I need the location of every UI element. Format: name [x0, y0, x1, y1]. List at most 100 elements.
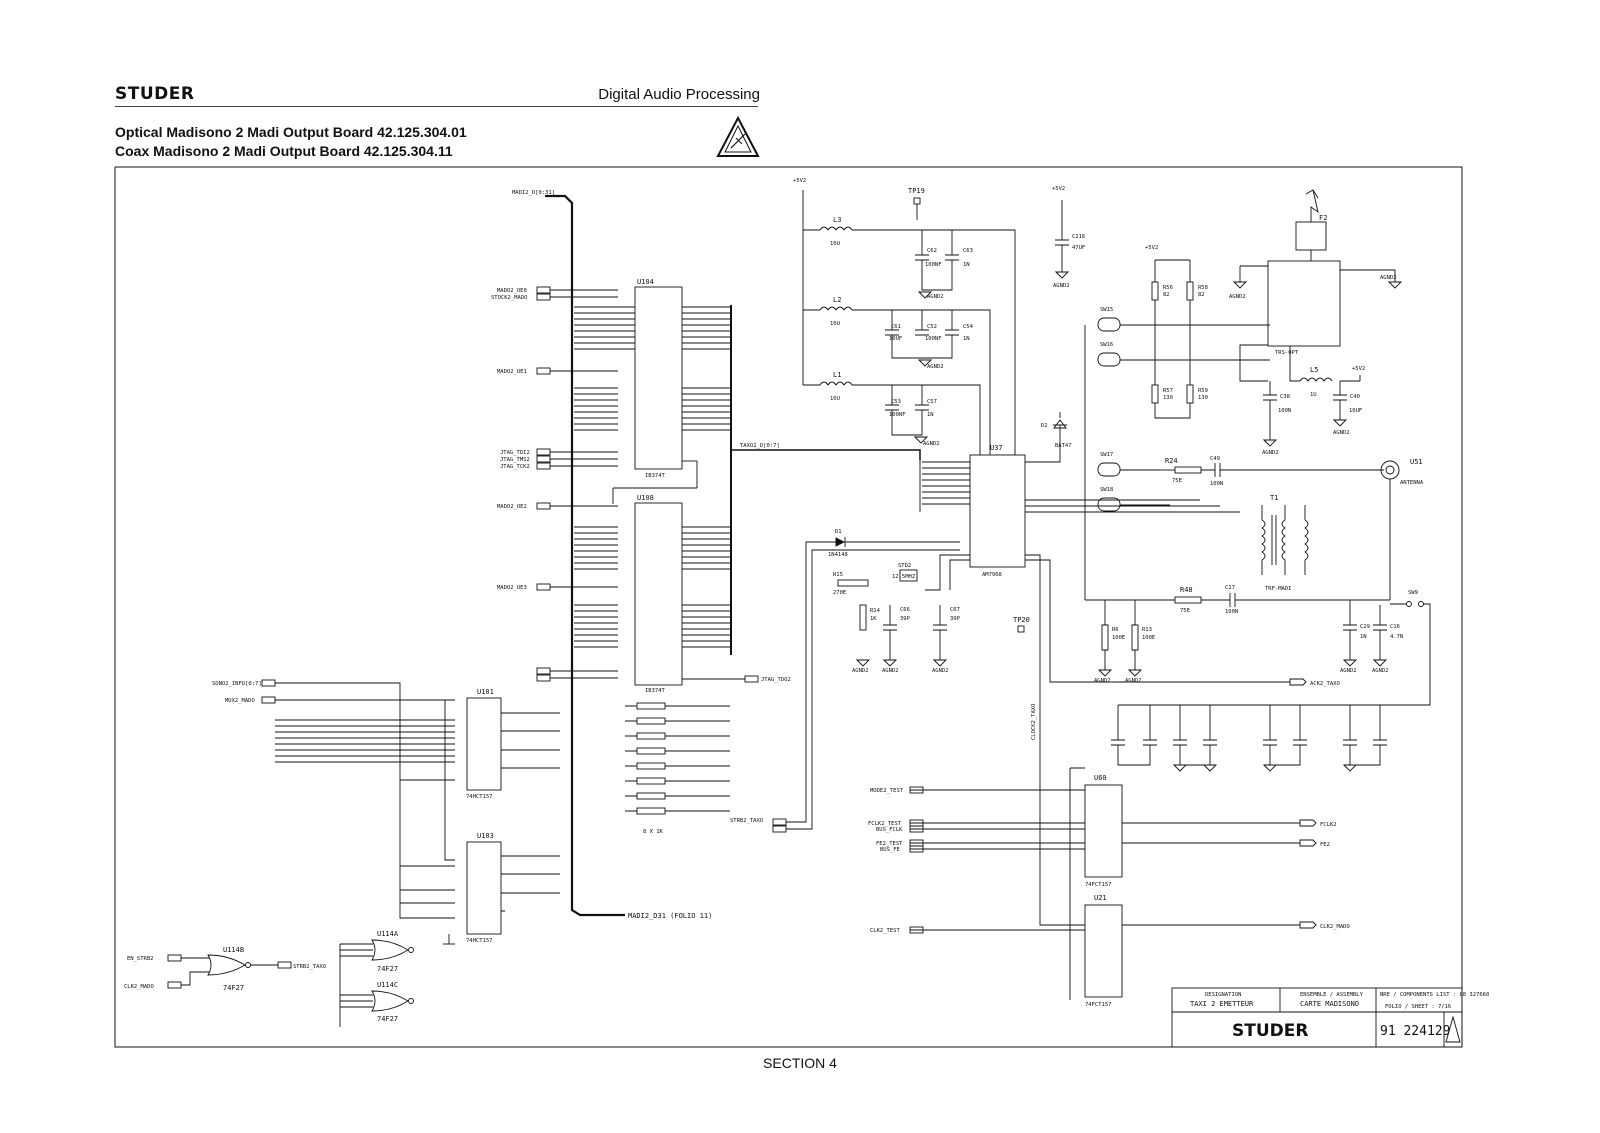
r13-ref: R13	[1142, 627, 1152, 633]
madi-bus: MADI2_D[0:31] MADI2_D31 (FOLIO 11)	[512, 190, 712, 920]
board-title-coax: Coax Madisono 2 Madi Output Board 42.125…	[115, 143, 453, 159]
l5-value: 1U	[1310, 392, 1317, 398]
tp20-ref: TP20	[1013, 616, 1030, 624]
board-title-optical: Optical Madisono 2 Madi Output Board 42.…	[115, 124, 467, 140]
agnd-r6: AGND2	[1094, 678, 1111, 684]
c53-ref: C53	[891, 399, 901, 405]
ic-u60-u21: U60 74FCT157 U21 74FCT157 MODE2_TEST FCL…	[868, 767, 1350, 1008]
gate-u114: U114B 74F27 EN_STRB2 CLK2_MADO STRB2_TAX…	[124, 930, 414, 1027]
c52-ref: C52	[927, 324, 937, 330]
c54-value: 1N	[963, 336, 970, 342]
ic-u37: U37 AM7968 D2 BAT47 STD2 12.5MHZ R15 270…	[833, 412, 1340, 926]
tb-designation-label: DESIGNATION	[1205, 992, 1241, 998]
tb-assembly: CARTE MADISONO	[1300, 1000, 1359, 1008]
resistor-pack-rr12: 8 X 1K	[625, 702, 730, 835]
agnd-trs-2: AGND2	[1380, 275, 1397, 281]
sw15-ref: SW15	[1100, 307, 1113, 313]
d2-part: BAT47	[1055, 443, 1072, 449]
taxo-bus-label: TAXO2_D[0:7]	[740, 443, 780, 449]
u37-part: AM7968	[982, 572, 1002, 578]
u103-ref: U103	[477, 832, 494, 840]
c67-value: 39P	[950, 616, 961, 622]
agnd-c38: AGND2	[1262, 450, 1279, 456]
net-clk2-mado-out: CLK2_MADO	[1320, 924, 1350, 930]
r6-value: 100E	[1112, 635, 1125, 641]
c53-value: 100NF	[889, 412, 906, 418]
c16-ref: C16	[1390, 624, 1400, 630]
u101-ref: U101	[477, 688, 494, 696]
c216-value: 47UF	[1072, 245, 1085, 251]
tb-number: 91 224129	[1380, 1024, 1450, 1039]
net-mado2-oe2: MADO2_OE2	[497, 504, 527, 510]
net-jtag-tdo2: JTAG_TDO2	[761, 677, 791, 683]
net-fclk2: FCLK2	[1320, 822, 1337, 828]
u108-part: IB374T	[645, 688, 666, 694]
r24-value: 75E	[1172, 478, 1182, 484]
agnd-c40: AGND2	[1333, 430, 1350, 436]
c62-value: 100NF	[925, 262, 942, 268]
net-clock2-taxo: CLOCK2_TAXO	[1031, 704, 1037, 740]
net-fe2: FE2	[1320, 842, 1330, 848]
header-rule	[115, 106, 758, 107]
u114c-part: 74F27	[377, 1015, 398, 1023]
agnd-c216: AGND2	[1053, 283, 1070, 289]
l5-ref: L5	[1310, 366, 1318, 374]
agnd-c16: AGND2	[1372, 668, 1389, 674]
power-filter: +5V2 L3 10U L2 10U L1 10U C62 100NF C63 …	[793, 178, 1085, 455]
r57-value: 130	[1163, 395, 1173, 401]
u114a-ref: U114A	[377, 930, 399, 938]
r56-value: 82	[1163, 292, 1170, 298]
l1-ref: L1	[833, 371, 841, 379]
c216-ref: C216	[1072, 234, 1085, 240]
output-stage: SW15 SW16 SW17 SW18 +5V2 R56 82 R58 82 R…	[1084, 189, 1431, 706]
sw16-ref: SW16	[1100, 342, 1113, 348]
agnd-u37-2: AGND2	[882, 668, 899, 674]
r59-value: 130	[1198, 395, 1208, 401]
c29-ref: C29	[1360, 624, 1370, 630]
net-ack2-taxo: ACK2_TAXO	[1310, 681, 1340, 687]
net-fclk2-test: FCLK2_TEST	[868, 821, 902, 827]
r48-ref: R48	[1180, 586, 1193, 594]
title-block: DESIGNATION TAXI 2 EMETTEUR ENSEMBLE / A…	[1171, 987, 1489, 1048]
supply-5v2-a: +5V2	[793, 178, 806, 184]
sw9-ref: SW9	[1408, 590, 1418, 596]
net-jtag-tdi2: JTAG_TDI2	[500, 450, 530, 456]
rr-pack-label: 8 X 1K	[643, 829, 664, 835]
u101-part: 74HCT157	[466, 794, 493, 800]
crystal-ref: STD2	[898, 563, 911, 569]
net-mado2-oe1: MADO2_OE1	[497, 369, 527, 375]
r58-value: 82	[1198, 292, 1205, 298]
u37-ref: U37	[990, 444, 1003, 452]
u114b-ref: U114B	[223, 946, 244, 954]
d1-part: 1N4148	[828, 552, 848, 558]
net-mux2-mado: MUX2_MADO	[225, 698, 255, 704]
r15-value: 270E	[833, 590, 846, 596]
u103-part: 74HCT157	[466, 938, 493, 944]
tb-nre: NRE / COMPONENTS LIST : 88 327660	[1380, 992, 1489, 998]
t1-part: TRF-MADI	[1265, 586, 1292, 592]
u114b-part: 74F27	[223, 984, 244, 992]
r14-ref: R14	[870, 608, 881, 614]
t1-ref: T1	[1270, 494, 1278, 502]
u21-ref: U21	[1094, 894, 1107, 902]
c61-ref: C61	[891, 324, 901, 330]
c29-value: 1N	[1360, 634, 1367, 640]
u104-part: IB374T	[645, 473, 666, 479]
c16-value: 4.7N	[1390, 634, 1403, 640]
c61-value: 10UF	[889, 336, 902, 342]
mux-section: U101 74HCT157 U103 74HCT157 SONO2_INFO[0…	[212, 679, 560, 945]
l2-value: 10U	[830, 321, 840, 327]
r15-ref: R15	[833, 572, 843, 578]
strobe-section: D1 1N4148 STRB2_TAXO	[730, 529, 960, 833]
c40-ref: C40	[1350, 394, 1360, 400]
l2-ref: L2	[833, 296, 841, 304]
c57-ref: C57	[927, 399, 937, 405]
net-clk2-test: CLK2_TEST	[870, 928, 900, 934]
agnd-trs: AGND2	[1229, 294, 1246, 300]
c57-value: 1N	[927, 412, 934, 418]
u51-ref: U51	[1410, 458, 1423, 466]
net-sono2-info: SONO2_INFO[0:7]	[212, 681, 262, 687]
r57-ref: R57	[1163, 388, 1173, 394]
net-jtag-tms2: JTAG_TMS2	[500, 457, 530, 463]
